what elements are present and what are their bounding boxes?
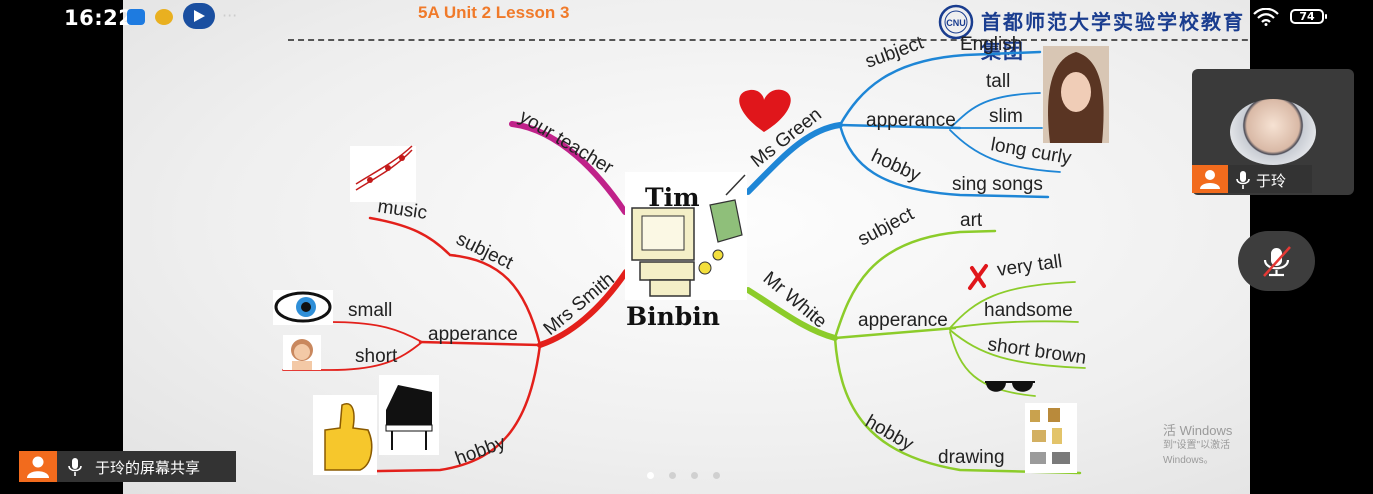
mute-toggle-button[interactable] <box>1238 231 1315 291</box>
shared-slide: 5A Unit 2 Lesson 3 CNU 首都师范大学实验学校教育集团 <box>123 0 1250 494</box>
participant-name: 于玲 <box>1256 172 1287 190</box>
woman-portrait-image <box>1043 46 1109 143</box>
red-cross-icon <box>968 264 988 290</box>
your-teacher-label: your teacher <box>515 106 617 179</box>
short-hair-girl-icon <box>283 335 321 370</box>
piano-image <box>379 375 439 455</box>
mrs-smith-appearance-value-2: short <box>355 346 398 367</box>
mrs-smith-label: Mrs Smith <box>540 269 619 340</box>
music-notes-image <box>350 145 416 202</box>
center-top-name: Tim <box>645 183 700 212</box>
mrs-smith-appearance-label: apperance <box>428 324 518 345</box>
weibo-icon <box>155 9 173 25</box>
school-name: 首都师范大学实验学校教育集团 <box>981 10 1245 63</box>
school-logo-icon: CNU <box>938 4 974 40</box>
status-bar: 16:22 ··· 74 <box>0 0 1373 36</box>
header-divider <box>288 39 1250 41</box>
eye-icon <box>273 290 333 325</box>
ms-green-appearance-value-2: slim <box>989 106 1023 127</box>
ms-green-subject-value: English <box>960 34 1022 55</box>
ms-green-appearance-value-1: tall <box>986 71 1010 92</box>
center-computer-image: Tim <box>625 172 747 300</box>
ms-green-appearance-label: apperance <box>866 110 956 131</box>
user-icon <box>19 451 57 482</box>
wifi-icon <box>1253 8 1279 26</box>
avatar <box>1230 99 1316 165</box>
ms-green-hobby-value: sing songs <box>952 174 1043 195</box>
page-dot-3[interactable] <box>691 472 698 479</box>
sunglasses-icon <box>985 381 1035 392</box>
mrs-smith-hobby-label: hobby <box>453 432 509 470</box>
page-dot-1[interactable] <box>647 472 654 479</box>
ms-green-subject-label: subject <box>863 32 927 73</box>
windows-activation-watermark: 活 Windows 到"设置"以激活 Windows。 <box>1163 423 1250 468</box>
page-dot-2[interactable] <box>669 472 676 479</box>
battery-icon: 74 <box>1290 9 1327 24</box>
watermark-line-2: 到"设置"以激活 Windows。 <box>1163 440 1231 466</box>
mr-white-appearance-value-1: very tall <box>996 251 1064 281</box>
user-icon <box>1192 165 1228 193</box>
center-bottom-name: Binbin <box>626 302 720 331</box>
location-app-icon <box>183 3 215 29</box>
microphone-icon <box>1236 171 1250 189</box>
watermark-line-1: 活 Windows <box>1163 423 1233 438</box>
screen-share-bar: 于玲的屏幕共享 <box>19 451 236 482</box>
logo-text: CNU <box>946 18 966 28</box>
mr-white-appearance-value-2: handsome <box>984 300 1073 321</box>
heart-icon <box>739 89 791 132</box>
microphone-icon <box>68 458 82 476</box>
participant-video-tile[interactable]: 于玲 <box>1192 69 1354 195</box>
page-indicator[interactable] <box>647 466 735 484</box>
mrs-smith-appearance-value-1: small <box>348 300 392 321</box>
mr-white-hobby-label: hobby <box>862 411 918 455</box>
ms-green-hobby-label: hobby <box>868 145 924 186</box>
status-time: 16:22 <box>64 6 134 30</box>
mr-white-appearance-label: apperance <box>858 310 948 331</box>
microphone-muted-icon <box>1263 246 1291 277</box>
more-notifications-icon: ··· <box>222 6 238 25</box>
screen-share-label: 于玲的屏幕共享 <box>95 459 201 477</box>
mind-map: Tim Binbin your teacher Ms Green subject… <box>273 32 1109 475</box>
lesson-title: 5A Unit 2 Lesson 3 <box>418 3 570 22</box>
mr-white-hobby-value: drawing <box>938 447 1005 468</box>
mrs-smith-subject-label: subject <box>453 229 517 275</box>
mr-white-subject-value: art <box>960 210 983 231</box>
participant-name-bar: 于玲 <box>1192 165 1312 193</box>
app-notification-icon <box>127 9 145 25</box>
animals-drawing-image <box>1025 403 1077 473</box>
page-dot-4[interactable] <box>713 472 720 479</box>
thumbs-up-icon <box>313 395 377 475</box>
